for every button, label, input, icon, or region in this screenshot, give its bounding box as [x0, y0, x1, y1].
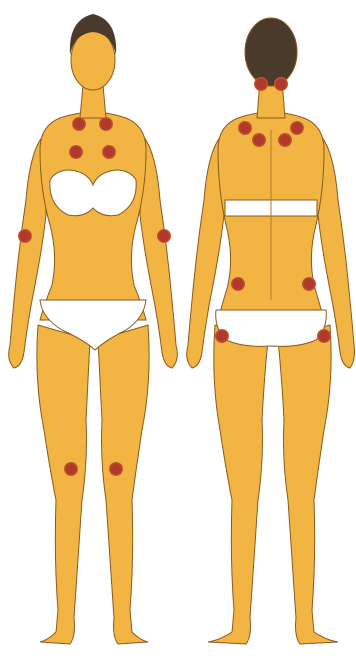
tender-point-back-hip-left	[215, 329, 229, 343]
tender-point-back-trapezius-right	[290, 121, 304, 135]
tender-point-back-trapezius-left	[238, 121, 252, 135]
tender-point-front-chest-left	[69, 145, 83, 159]
tender-point-back-supraspinatus-right	[278, 133, 292, 147]
back-underwear	[216, 310, 327, 346]
front-head	[71, 30, 115, 90]
front-left-leg	[37, 325, 90, 644]
front-right-leg	[98, 325, 149, 644]
tender-point-back-occiput-left	[254, 77, 268, 91]
tender-point-front-elbow-left	[18, 229, 32, 243]
tender-point-back-lower-left	[231, 277, 245, 291]
tender-point-front-knee-right	[109, 462, 123, 476]
front-torso	[40, 112, 146, 320]
tender-point-back-occiput-right	[274, 77, 288, 91]
tender-point-front-knee-left	[64, 462, 78, 476]
back-right-leg	[278, 325, 338, 644]
tender-point-back-hip-right	[317, 329, 331, 343]
back-figure	[187, 18, 355, 644]
tender-point-front-neck-left	[72, 117, 86, 131]
back-head	[245, 18, 297, 86]
back-left-leg	[208, 325, 268, 644]
tender-point-back-lower-right	[302, 277, 316, 291]
tender-point-front-chest-right	[102, 145, 116, 159]
front-figure	[9, 14, 178, 644]
tender-point-front-elbow-right	[157, 229, 171, 243]
tender-point-front-neck-right	[99, 117, 113, 131]
tender-point-back-supraspinatus-left	[252, 133, 266, 147]
